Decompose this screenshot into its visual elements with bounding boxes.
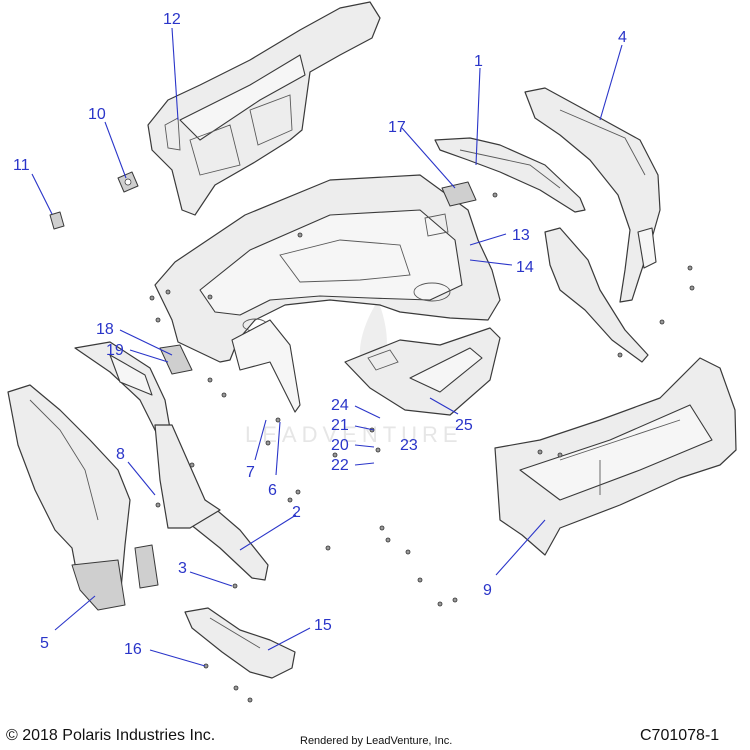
callout-12: 12 (163, 11, 181, 28)
callout-6: 6 (268, 482, 277, 499)
part-left-wall (154, 424, 221, 529)
callout-23: 23 (400, 437, 418, 454)
rendered-by-text: Rendered by LeadVenture, Inc. (300, 735, 452, 747)
part-skid-plate (184, 607, 296, 679)
part-right-fender (524, 87, 661, 303)
callout-17: 17 (388, 119, 406, 136)
callout-22: 22 (331, 457, 349, 474)
callout-2: 2 (292, 504, 301, 521)
part-dash-panel (147, 1, 381, 216)
callout-8: 8 (116, 446, 125, 463)
callout-4: 4 (618, 29, 627, 46)
callout-13: 13 (512, 227, 530, 244)
watermark: LEADVENTURE (245, 422, 463, 447)
part-inner-panel (544, 227, 649, 363)
leader-lines (31, 27, 623, 667)
callout-19: 19 (106, 342, 124, 359)
callout-24: 24 (331, 397, 349, 414)
part-left-fender (7, 384, 131, 611)
callout-20: 20 (331, 437, 349, 454)
callout-18: 18 (96, 321, 114, 338)
part-rear-panel (494, 357, 737, 556)
callout-14: 14 (516, 259, 534, 276)
callout-21: 21 (331, 417, 349, 434)
part-cargo-plate (344, 327, 501, 416)
copyright-text: © 2018 Polaris Industries Inc. (6, 727, 215, 744)
part-upper-rail (434, 137, 586, 213)
callout-11: 11 (13, 157, 30, 174)
callout-16: 16 (124, 641, 142, 658)
callout-7: 7 (246, 464, 255, 481)
callout-labels: 1 2 3 4 5 6 7 8 9 10 11 12 13 14 15 16 1… (13, 11, 627, 658)
callout-15: 15 (314, 617, 332, 634)
part-bracket-10 (117, 171, 139, 193)
diagram-code: C701078-1 (640, 727, 719, 744)
callout-1: 1 (474, 53, 483, 70)
part-pad-17 (441, 181, 477, 207)
part-bracket-11 (49, 211, 65, 230)
part-small-plate (134, 544, 159, 589)
callout-9: 9 (483, 582, 492, 599)
part-cab-tub (154, 174, 501, 413)
callout-25: 25 (455, 417, 473, 434)
callout-10: 10 (88, 106, 106, 123)
part-bracket-18 (159, 344, 193, 375)
callout-3: 3 (178, 560, 187, 577)
callout-5: 5 (40, 635, 49, 652)
